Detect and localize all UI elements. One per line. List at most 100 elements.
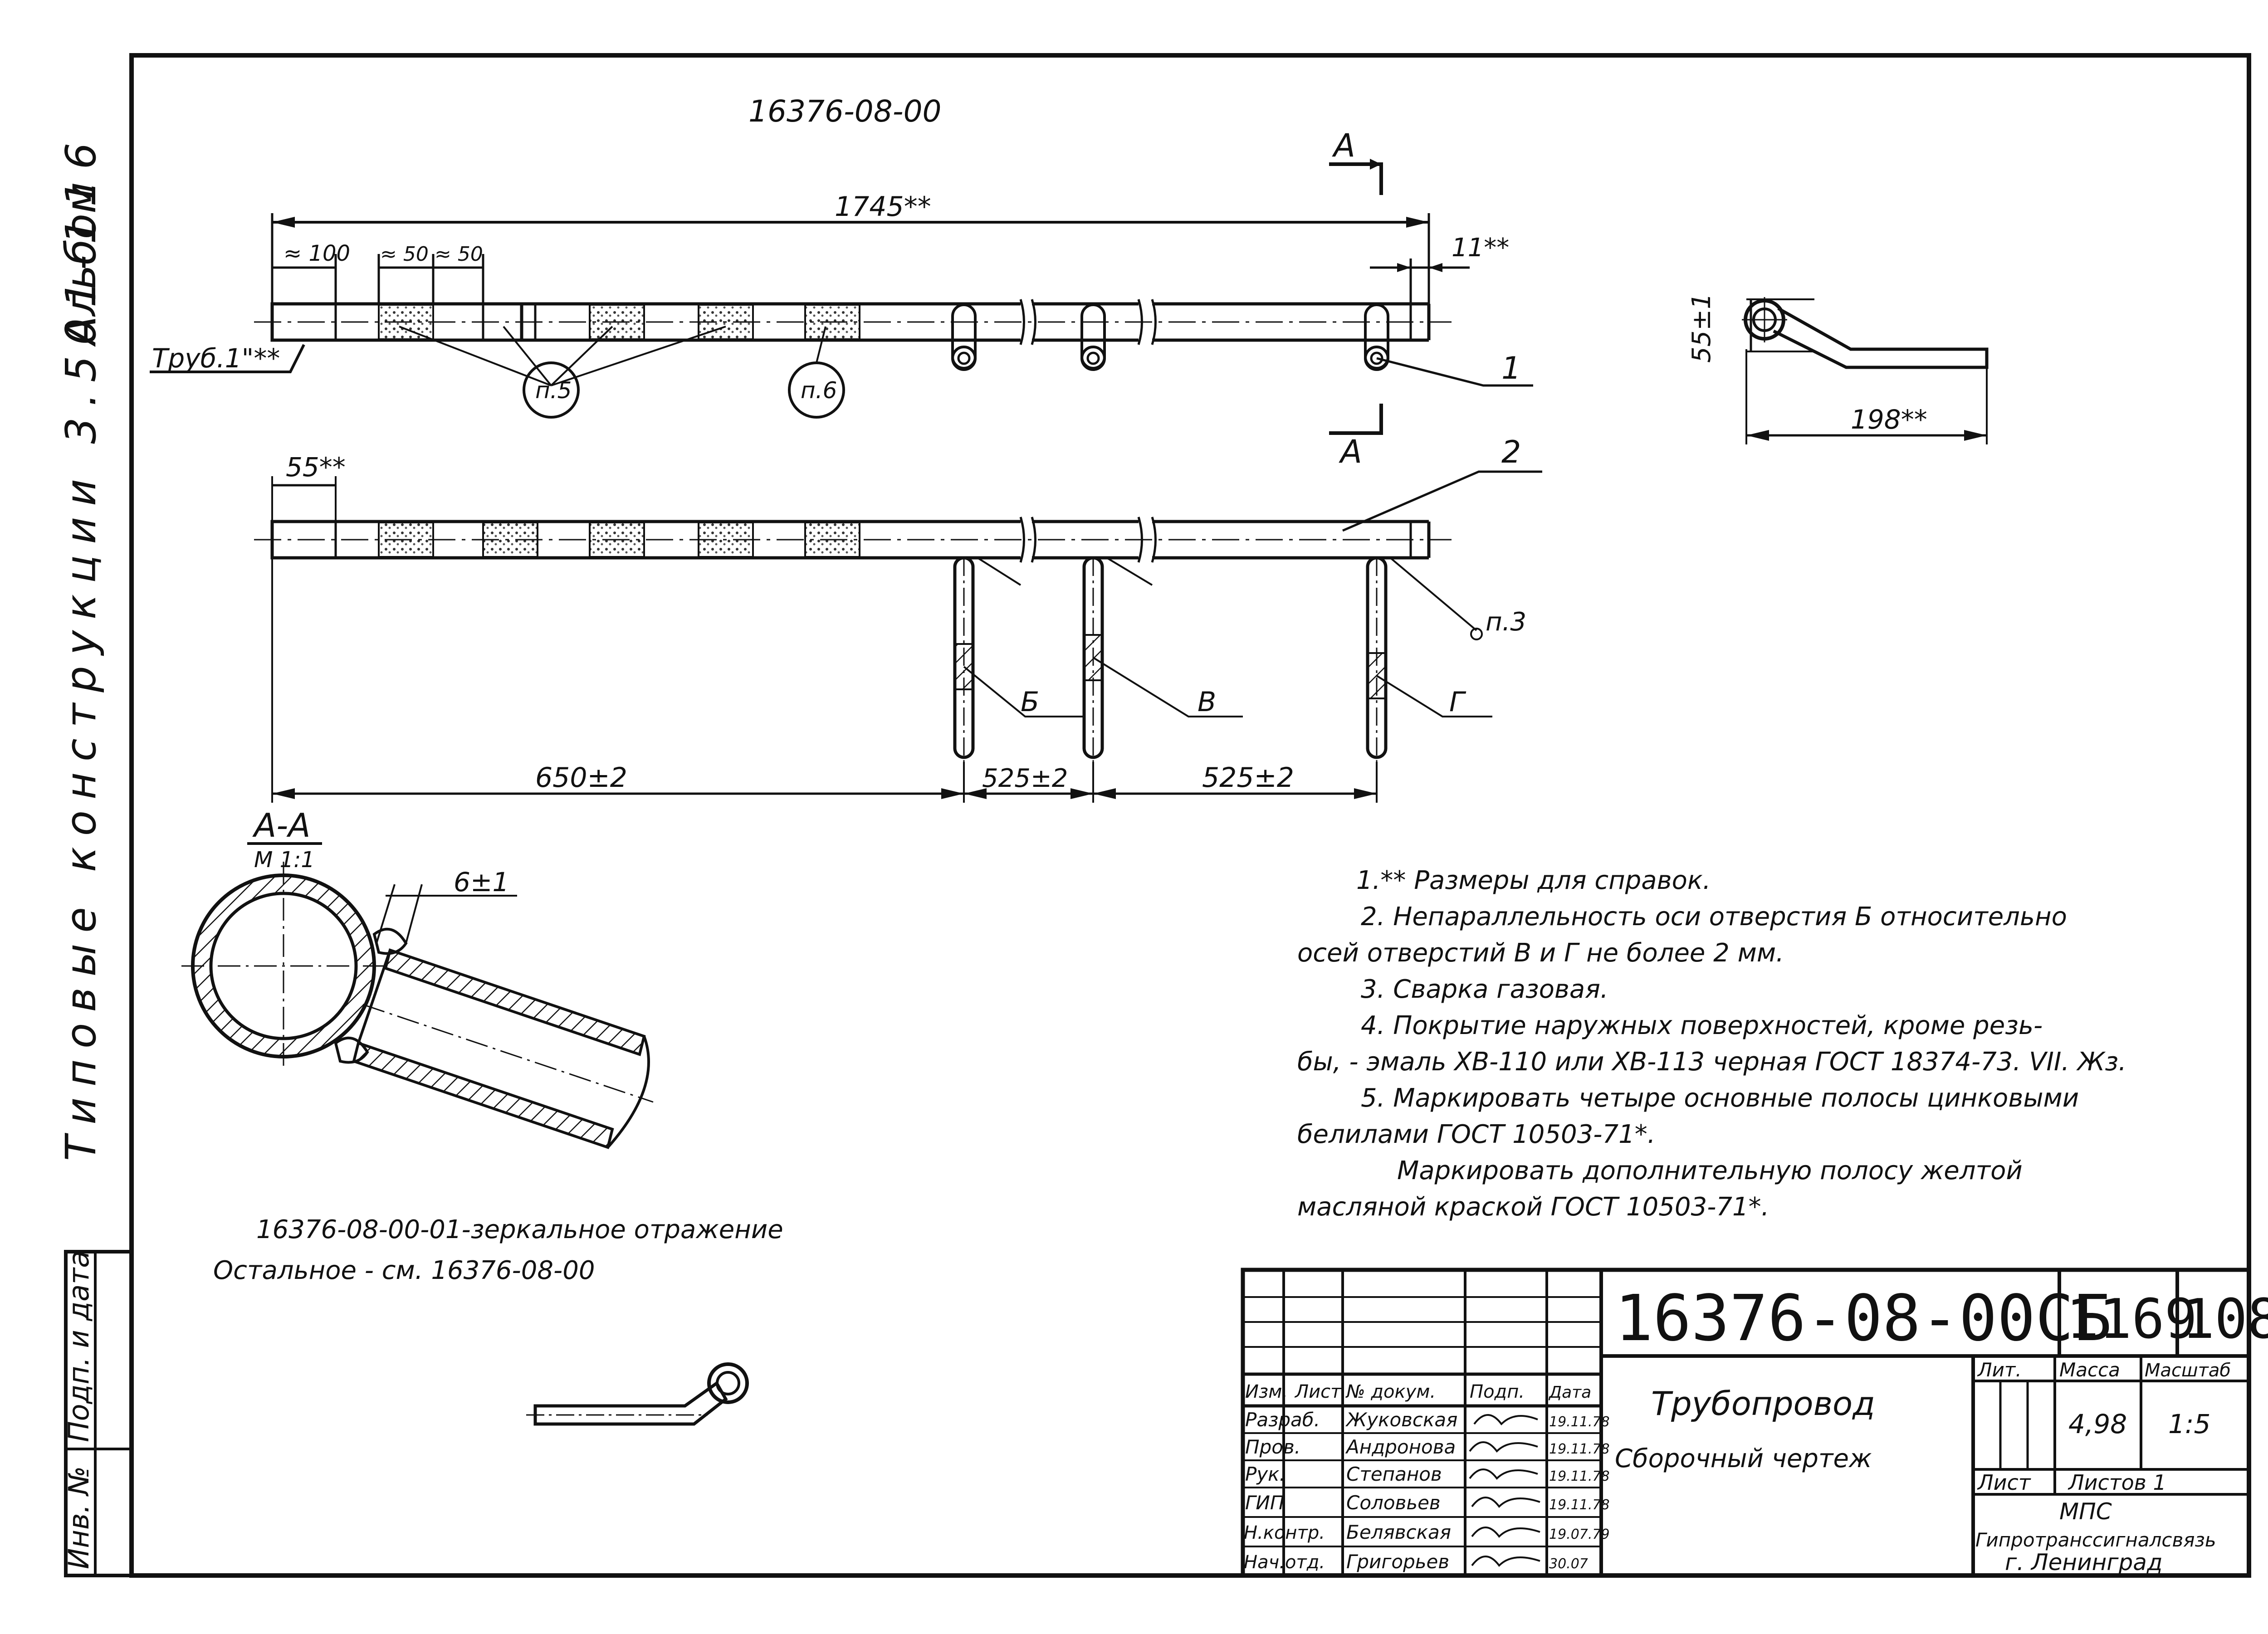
stamp-sign-date: Подп. и дата (62, 1251, 95, 1442)
org-3: г. Ленинград (2005, 1549, 2163, 1575)
section-aa: А-А М 1:1 6±1 (181, 806, 654, 1149)
org-2: Гипротранссигналсвязь (1975, 1529, 2216, 1551)
main-view: 16376-08-00 А А 1745** ≈ 100 ≈ 50 ≈ 50 1… (150, 94, 1533, 470)
hdr-podp: Подп. (1470, 1381, 1525, 1402)
row-role: ГИП (1245, 1492, 1284, 1514)
mirror-note: 16376-08-00-01-зеркальное отражение Оста… (213, 1215, 783, 1285)
product-name: Трубопровод (1651, 1385, 1875, 1423)
dim-525a: 525±2 (982, 764, 1068, 793)
note-line-1: 1.** Размеры для справок. (1356, 866, 1711, 895)
row-signature (1469, 1441, 1538, 1453)
section-mark-bottom: А (1339, 433, 1362, 470)
row-date: 19.07.79 (1549, 1527, 1610, 1542)
hdr-list: Лист (1294, 1381, 1342, 1402)
section-dim-6: 6±1 (454, 867, 509, 897)
row-date: 19.11.78 (1549, 1414, 1610, 1430)
hdr-mass: Масса (2059, 1359, 2120, 1381)
weld-p3: п.3 (1486, 607, 1526, 637)
note-line-2: 2. Непараллельность оси отверстия Б отно… (1361, 902, 2067, 932)
note-line-7: 5. Маркировать четыре основные полосы ци… (1361, 1083, 2079, 1113)
callout-p5: п.5 (535, 377, 572, 404)
mirror-view (526, 1362, 749, 1426)
note-line-10: масляной краской ГОСТ 10503-71*. (1297, 1192, 1769, 1222)
side-view: 55±1 198** (1687, 293, 1989, 444)
side-dim-55: 55±1 (1687, 293, 1716, 363)
row-name: Соловьев (1346, 1492, 1441, 1514)
note-line-3: осей отверстий В и Г не более 2 мм. (1297, 938, 1784, 968)
dim-11: 11** (1452, 233, 1509, 263)
note-line-6: бы, - эмаль ХВ-110 или ХВ-113 черная ГОС… (1297, 1047, 2126, 1077)
section-scale: М 1:1 (254, 847, 315, 873)
hdr-data: Дата (1548, 1383, 1591, 1402)
hdr-sheets: Листов 1 (2068, 1470, 2166, 1495)
scale-value: 1:5 (2168, 1409, 2210, 1439)
row-signature (1471, 1497, 1540, 1508)
row-name: Жуковская (1345, 1409, 1457, 1431)
row-signature (1469, 1468, 1538, 1480)
stamp-inv-no: Инв. № (62, 1466, 95, 1569)
left-stamp: Подп. и дата Инв. № (62, 1250, 133, 1577)
note-line-5: 4. Покрытие наружных поверхностей, кроме… (1361, 1011, 2043, 1040)
branch-pipe-v (1082, 556, 1104, 762)
row-role: Пров. (1245, 1436, 1300, 1458)
row-name: Григорьев (1346, 1551, 1449, 1573)
row-name: Андронова (1345, 1436, 1456, 1458)
position-2: 2 (1501, 434, 1521, 470)
row-0: Разраб. Жуковская 19.11.78 (1245, 1409, 1610, 1431)
mirror-note-line2: Остальное - см. 16376-08-00 (213, 1256, 595, 1285)
hdr-sheet: Лист (1977, 1470, 2031, 1495)
hole-v: В (1198, 686, 1216, 718)
row-signature (1471, 1527, 1540, 1538)
row-role: Нач.отд. (1244, 1552, 1325, 1573)
row-name: Белявская (1346, 1521, 1451, 1543)
notes: 1.** Размеры для справок. 2. Непараллель… (1297, 866, 2126, 1222)
row-date: 19.11.78 (1549, 1497, 1610, 1513)
row-4: Н.контр. Белявская 19.07.79 (1244, 1521, 1610, 1543)
row-date: 30.07 (1549, 1556, 1588, 1572)
hole-g: Г (1449, 686, 1466, 718)
branch-pipe-g (1366, 556, 1388, 762)
title-block: Изм. Лист № докум. Подп. Дата Разраб. Жу… (1241, 1268, 2268, 1578)
mass-value: 4,98 (2068, 1409, 2127, 1439)
dim-650: 650±2 (535, 762, 627, 794)
row-3: ГИП Соловьев 19.11.78 (1245, 1492, 1610, 1514)
row-date: 19.11.78 (1549, 1468, 1610, 1484)
sheet-frame (129, 53, 2251, 1578)
note-line-4: 3. Сварка газовая. (1361, 975, 1608, 1004)
doc-code: 16376-08-00СБ (1615, 1282, 2112, 1356)
hole-b: Б (1021, 686, 1039, 718)
sheet-number: 108 (2182, 1288, 2268, 1351)
section-title: А-А (252, 806, 311, 844)
series-label: Типовые конструкции 3.501-116 (57, 132, 105, 1161)
branch-stub-3 (1364, 303, 1389, 371)
dim-total: 1745** (835, 191, 931, 223)
doc-type: Сборочный чертеж (1615, 1444, 1872, 1473)
side-text: Альбом Типовые конструкции 3.501-116 (57, 132, 105, 1161)
row-date: 19.11.78 (1549, 1441, 1610, 1457)
lower-dim-55: 55** (286, 452, 346, 483)
row-role: Н.контр. (1244, 1522, 1325, 1543)
position-1: 1 (1501, 351, 1521, 386)
lower-view: 55** 2 (254, 434, 1542, 803)
callout-p6: п.6 (801, 377, 837, 404)
hdr-lit: Лит. (1977, 1359, 2022, 1381)
mirror-note-line1: 16376-08-00-01-зеркальное отражение (256, 1215, 783, 1244)
row-name: Степанов (1346, 1463, 1442, 1485)
branch-stub-2 (1080, 303, 1106, 371)
main-view-code: 16376-08-00 (748, 94, 942, 129)
album-number: 1169 (2066, 1288, 2197, 1351)
note-line-9: Маркировать дополнительную полосу желтой (1397, 1156, 2023, 1185)
org-1: МПС (2059, 1498, 2112, 1525)
row-signature (1471, 1556, 1540, 1567)
row-1: Пров. Андронова 19.11.78 (1245, 1436, 1610, 1458)
note-line-8: белилами ГОСТ 10503-71*. (1297, 1120, 1656, 1149)
branch-stub-1 (951, 303, 977, 371)
row-2: Рук. Степанов 19.11.78 (1245, 1463, 1610, 1485)
branch-pipe-b (953, 556, 975, 762)
row-signature (1473, 1414, 1538, 1426)
dim-525b: 525±2 (1202, 762, 1294, 794)
hdr-scale: Масштаб (2145, 1360, 2231, 1381)
row-role: Рук. (1245, 1463, 1286, 1485)
hdr-izm: Изм. (1245, 1381, 1288, 1402)
